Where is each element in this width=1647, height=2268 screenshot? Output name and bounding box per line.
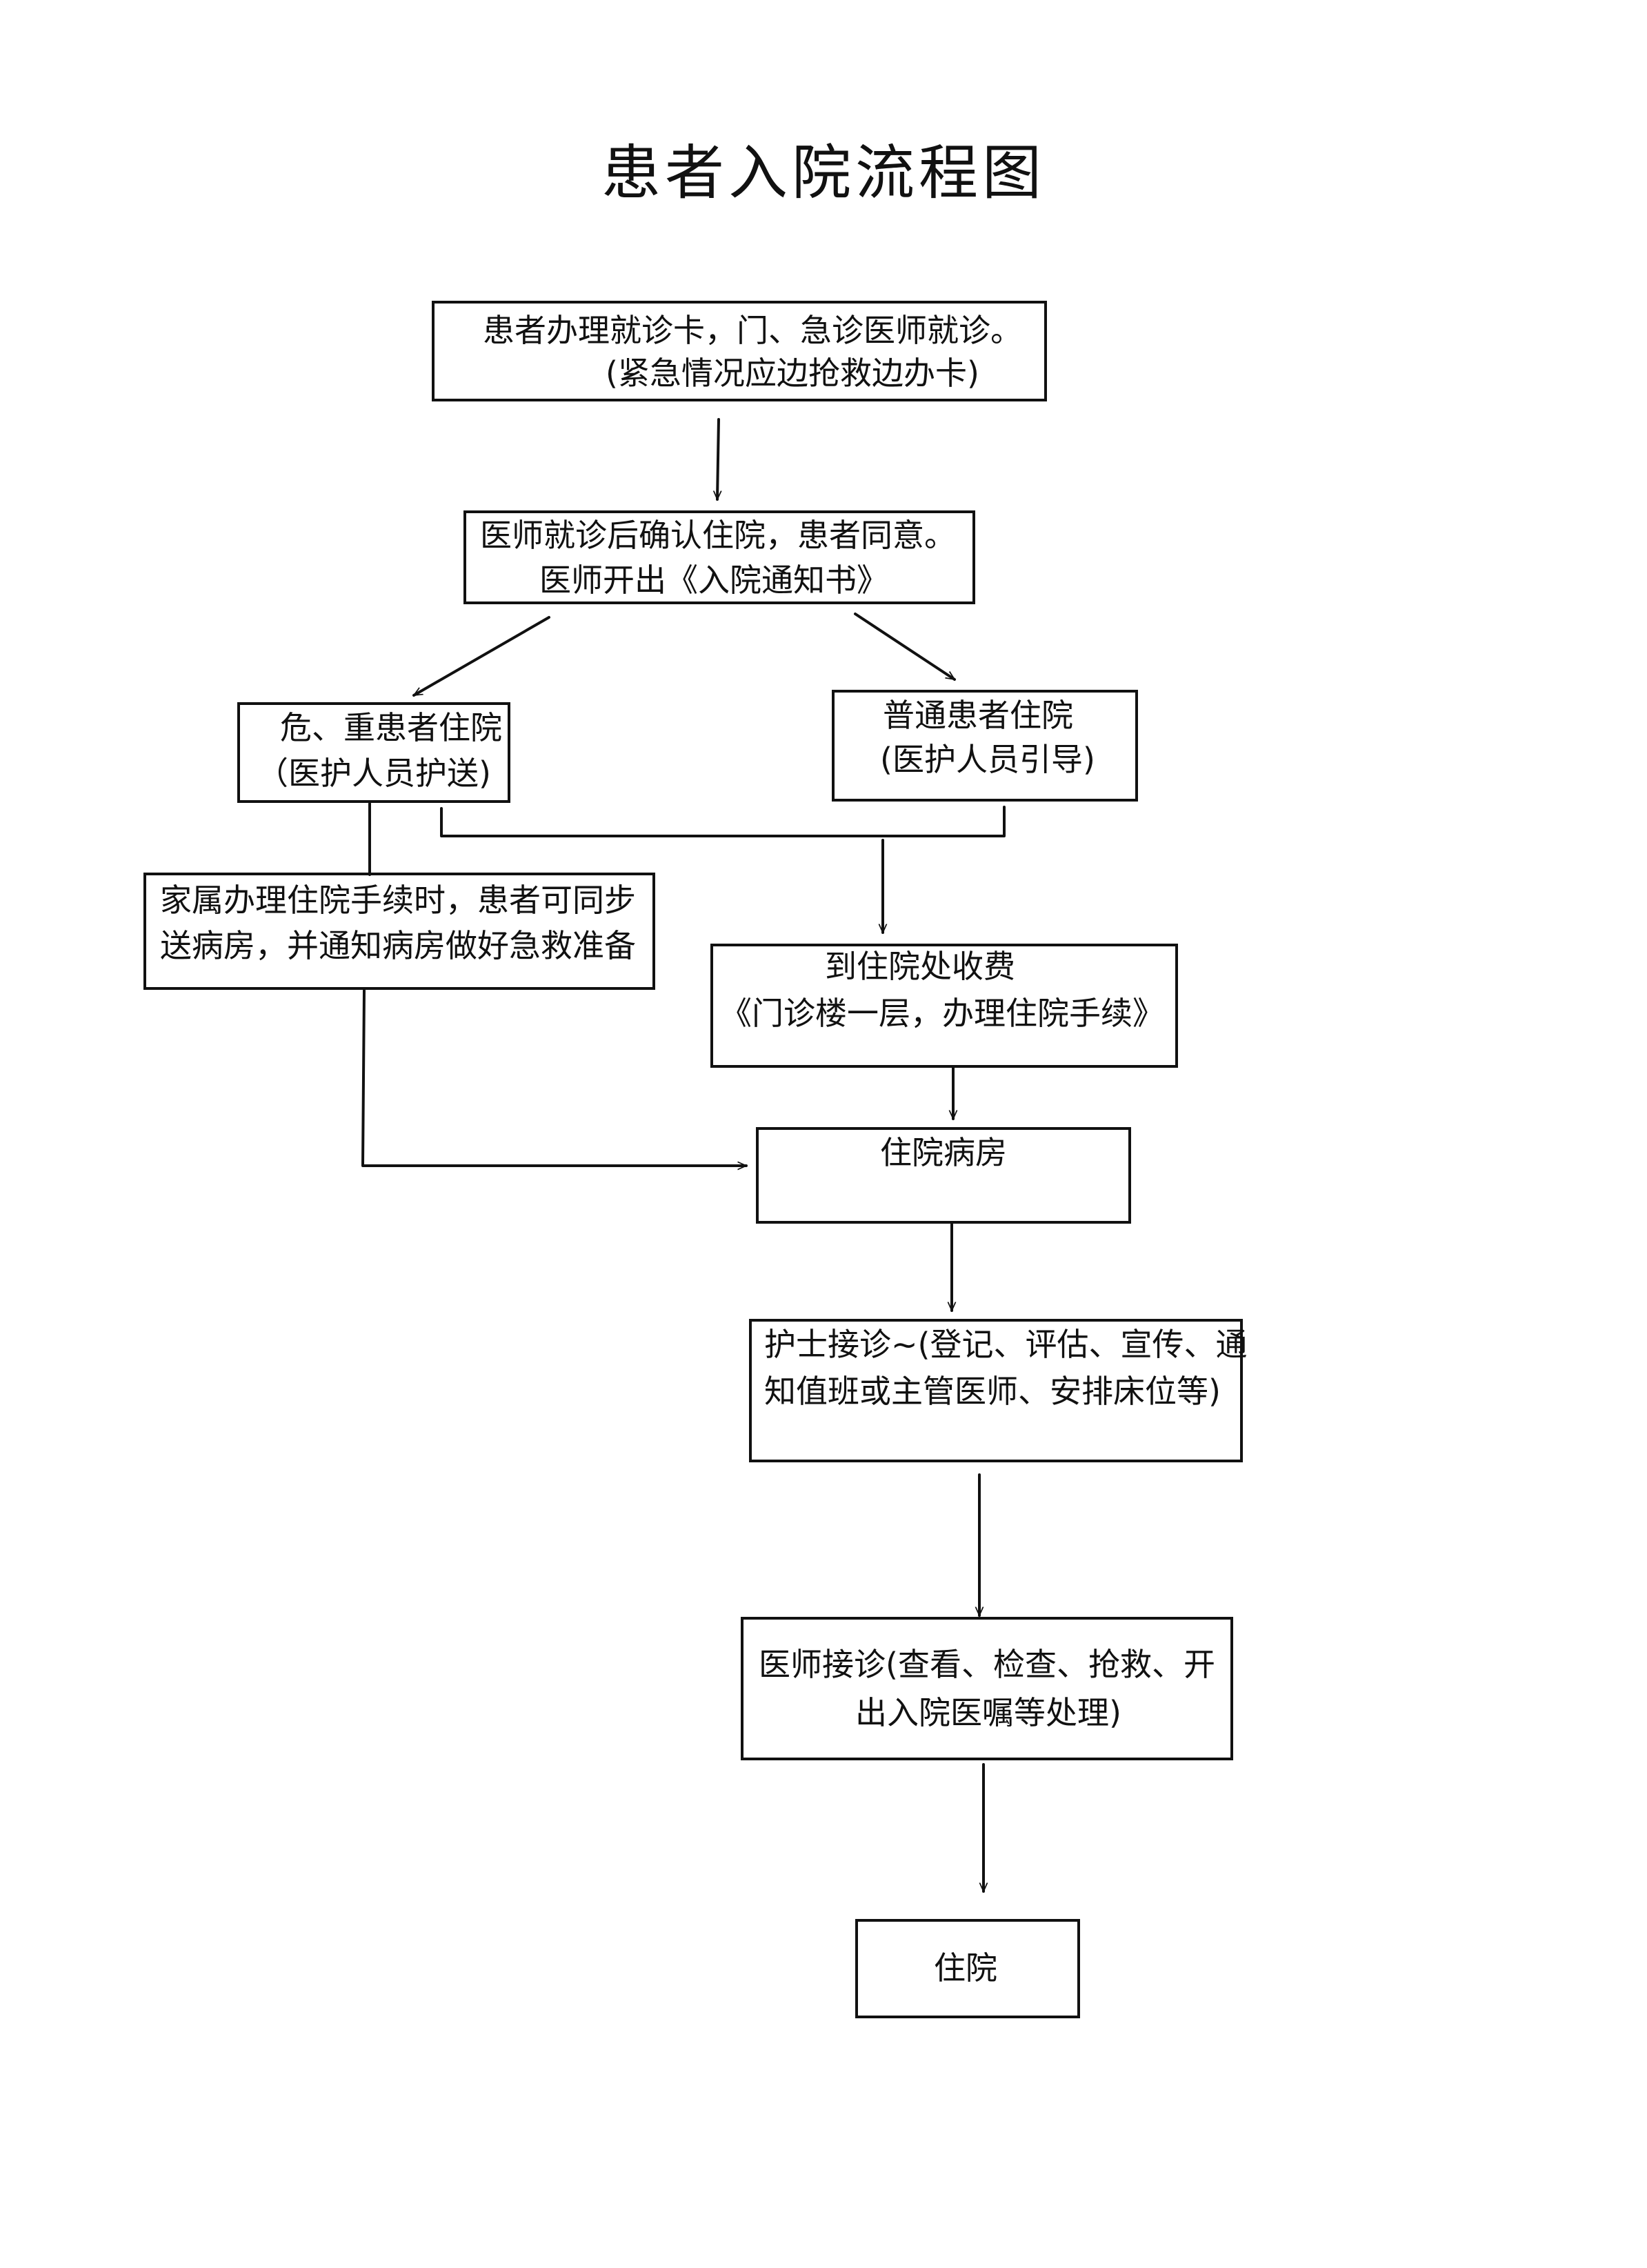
node-registration xyxy=(432,301,1047,401)
node-payment-line-1: 到住院处收费 xyxy=(825,948,1015,985)
node-registration-line-2: (紧急情况应边抢救边办卡) xyxy=(606,355,979,392)
node-hospitalized-line-1: 住院 xyxy=(934,1949,997,1987)
node-confirm-admission-line-1: 医师就诊后确认住院，患者同意。 xyxy=(480,517,956,554)
node-confirm-admission xyxy=(463,510,975,604)
node-doctor-reception-line-2: 出入院医嘱等处理) xyxy=(855,1694,1121,1731)
merge-line-patients-to-payment xyxy=(440,806,1006,837)
node-payment-line-2: 《门诊楼一层，办理住院手续》 xyxy=(720,995,1164,1032)
node-ward-line-1: 住院病房 xyxy=(880,1134,1007,1171)
node-nurse-reception-line-1: 护士接诊~(登记、评估、宣传、通 xyxy=(764,1326,1248,1363)
node-nurse-reception-line-2: 知值班或主管医师、安排床位等) xyxy=(764,1373,1221,1410)
page-title: 患者入院流程图 xyxy=(601,139,1046,208)
node-doctor-reception-line-1: 医师接诊(查看、检查、抢救、开 xyxy=(759,1646,1215,1683)
arrow-confirm-to-critical xyxy=(412,616,550,697)
node-confirm-admission-line-2: 医师开出《入院通知书》 xyxy=(539,561,888,599)
node-critical-patient xyxy=(237,702,510,803)
node-registration-line-1: 患者办理就诊卡，门、急诊医师就诊。 xyxy=(483,312,1022,349)
node-critical-patient-line-2: （医护人员护送) xyxy=(257,755,491,792)
node-ward xyxy=(756,1127,1131,1224)
node-family-procedure xyxy=(143,873,655,990)
node-nurse-reception xyxy=(749,1319,1243,1462)
node-normal-patient xyxy=(832,690,1138,802)
node-doctor-reception xyxy=(741,1617,1233,1760)
arrow-family-to-ward xyxy=(361,989,748,1166)
node-critical-patient-line-1: 危、重患者住院 xyxy=(280,709,502,746)
arrow-confirm-to-normal xyxy=(854,613,956,681)
node-normal-patient-line-1: 普通患者住院 xyxy=(883,697,1073,734)
node-family-procedure-line-1: 家属办理住院手续时，患者可同步 xyxy=(160,882,636,919)
node-normal-patient-line-2: (医护人员引导) xyxy=(880,741,1095,778)
node-family-procedure-line-2: 送病房，并通知病房做好急救准备 xyxy=(160,927,636,964)
node-hospitalized xyxy=(855,1919,1080,2018)
arrow-registration-to-confirm xyxy=(717,418,719,501)
node-payment xyxy=(710,944,1178,1068)
